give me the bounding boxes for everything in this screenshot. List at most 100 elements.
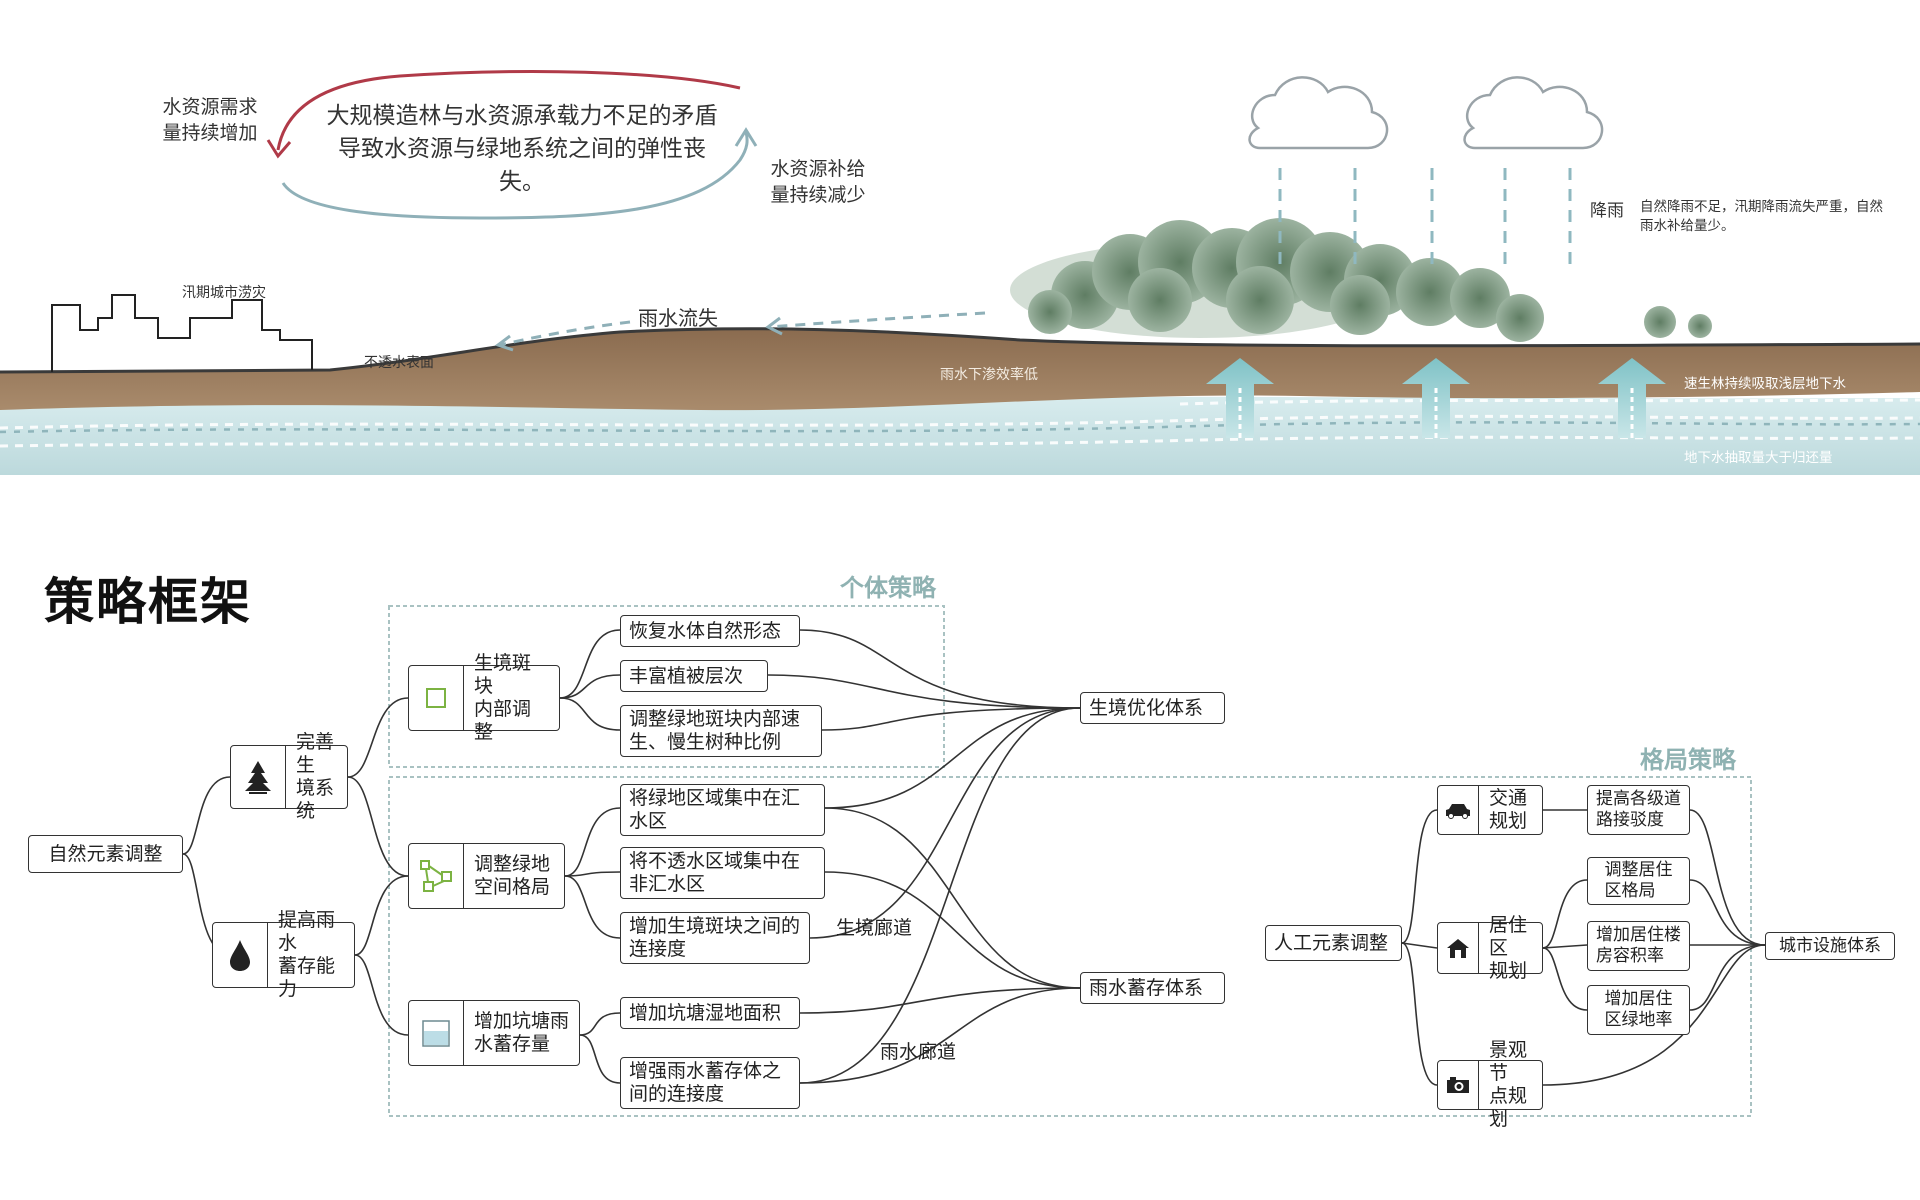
node-res-pattern[interactable]: 调整居住 区格局 (1587, 857, 1690, 905)
edge-green-concentrate (564, 807, 621, 877)
edge-imperv-storage-sys (824, 871, 1081, 989)
city-skyline (51, 294, 313, 372)
infiltration-label: 雨水下渗效率低 (940, 367, 1038, 383)
label-habitat-corridor: 生境廊道 (836, 917, 913, 939)
node-green-rate[interactable]: 增加居住 区绿地率 (1587, 985, 1690, 1035)
node-connect-storage[interactable]: 增强雨水蓄存体之 间的连接度 (620, 1057, 800, 1109)
label-rain-corridor: 雨水廊道 (880, 1041, 957, 1063)
node-facility[interactable]: 城市设施体系 (1765, 932, 1895, 960)
node-wetland[interactable]: 增加坑塘湿地面积 (620, 997, 800, 1029)
upward-absorb-arrows (1206, 358, 1666, 438)
loop-arrowhead-red (266, 139, 292, 159)
node-eco[interactable]: 完善生 境系统 (230, 731, 348, 822)
node-vegetation[interactable]: 丰富植被层次 (620, 660, 768, 692)
framework-title: 策略框架 (44, 573, 252, 631)
impervious-label: 不透水表面 (364, 355, 434, 371)
node-traffic[interactable]: 交通 规划 (1437, 785, 1543, 835)
zone-pattern-title: 格局策略 (1640, 746, 1736, 774)
edge-res-green (1542, 947, 1588, 1011)
zone-individual-box (388, 605, 945, 768)
node-green-pattern[interactable]: 调整绿地 空间格局 (408, 843, 565, 909)
tree-icon (231, 746, 286, 808)
edge-pond-habitat-sys (799, 707, 1081, 1084)
edge-respattern-facility (1689, 879, 1766, 946)
node-residential[interactable]: 居住区 规划 (1437, 914, 1543, 982)
node-restore[interactable]: 恢复水体自然形态 (620, 615, 800, 647)
edge-connect-habitat-sys (809, 707, 1081, 939)
water-cross-section-illustration (0, 70, 1920, 475)
node-habitat-system[interactable]: 生境优化体系 (1080, 692, 1225, 724)
house-icon (1438, 923, 1479, 973)
loop-arrow-blue (281, 131, 749, 220)
rain-title: 降雨 (1590, 201, 1624, 221)
edge-wetland-storage-sys (799, 987, 1081, 1014)
edge-pond-connect (579, 1034, 621, 1084)
cloud-icon (1463, 76, 1604, 150)
car-icon (1438, 786, 1479, 834)
zone-pattern-box (388, 776, 1752, 1117)
node-ratio[interactable]: 调整绿地斑块内部速 生、慢生树种比例 (620, 705, 822, 757)
runoff-label: 雨水流失 (638, 306, 718, 330)
node-habitat-internal[interactable]: 生境斑块 内部调整 (408, 652, 560, 743)
square-patch-icon (409, 666, 464, 730)
water-container-icon (409, 1001, 464, 1065)
edge-eco-green (347, 776, 409, 877)
groundwater-label: 地下水抽取量大于归还量 (1684, 450, 1833, 466)
node-connect-habitat[interactable]: 增加生境斑块之间的 连接度 (620, 912, 810, 964)
node-artificial[interactable]: 人工元素调整 (1265, 925, 1402, 961)
node-pond[interactable]: 增加坑塘雨 水蓄存量 (408, 1000, 580, 1066)
right-note: 水资源补给 量持续减少 (770, 158, 866, 206)
edge-veg-habitat-sys (767, 674, 1081, 709)
absorb-label: 速生林持续吸取浅层地下水 (1684, 376, 1846, 392)
edge-res-far (1542, 944, 1588, 949)
city-label: 汛期城市涝灾 (182, 285, 266, 301)
groundwater-flow-lines (0, 398, 1920, 448)
edge-green-facility (1689, 944, 1766, 1011)
camera-icon (1438, 1061, 1479, 1109)
edge-eco-habitat (347, 697, 409, 778)
rain-desc: 自然降雨不足，汛期降雨流失严重，自然雨水补给量少。 (1640, 199, 1883, 234)
node-concentrate-green[interactable]: 将绿地区域集中在汇 水区 (620, 784, 825, 836)
edge-green-imperv (564, 871, 621, 877)
edge-restore-habitat-sys (799, 629, 1081, 709)
node-rain[interactable]: 提高雨水 蓄存能力 (212, 909, 355, 1000)
edge-road-facility (1689, 809, 1766, 946)
edge-green-connect (564, 875, 621, 939)
edge-habitat-restore (559, 629, 621, 699)
node-far[interactable]: 增加居住楼 房容积率 (1587, 921, 1690, 971)
edge-rain-pond (354, 954, 409, 1036)
rain-lines (1278, 168, 1572, 268)
loop-arrow-red (276, 70, 741, 151)
loop-arrowhead-blue (734, 127, 758, 147)
node-storage-system[interactable]: 雨水蓄存体系 (1080, 972, 1225, 1004)
left-note: 水资源需求 量持续增加 (162, 96, 258, 144)
loop-text: 大规模造林与水资源承载力不足的矛盾导致水资源与绿地系统之间的弹性丧失。 (326, 103, 718, 195)
edge-connect-storage-storage-sys (799, 987, 1081, 1084)
edge-concentrate-storage-sys (824, 807, 1081, 989)
node-landscape[interactable]: 景观节 点规划 (1437, 1039, 1543, 1130)
edge-concentrate-habitat-sys (824, 707, 1081, 809)
edge-artificial-landscape (1401, 942, 1438, 1086)
cloud-icon (1248, 76, 1389, 150)
edge-res-pattern (1542, 879, 1588, 949)
edge-natural-eco (182, 776, 231, 855)
edge-landscape-facility (1542, 944, 1766, 1086)
node-concentrate-impervious[interactable]: 将不透水区域集中在 非汇水区 (620, 847, 825, 899)
water-drop-icon (213, 923, 268, 987)
forest (1010, 218, 1712, 342)
edge-habitat-veg (559, 674, 621, 699)
edge-ratio-habitat-sys (821, 707, 1081, 731)
zone-individual-title: 个体策略 (840, 574, 936, 602)
runoff-arrow (494, 311, 986, 352)
network-icon (409, 844, 464, 908)
edge-artificial-traffic (1401, 809, 1438, 944)
edge-pond-wetland (579, 1012, 621, 1036)
edge-artificial-residential (1401, 942, 1438, 949)
node-natural[interactable]: 自然元素调整 (28, 835, 183, 873)
edge-habitat-ratio (559, 697, 621, 731)
node-road[interactable]: 提高各级道 路接驳度 (1587, 785, 1690, 835)
edge-rain-green (354, 875, 409, 956)
groundwater-flow-lines-dark (0, 421, 1920, 434)
